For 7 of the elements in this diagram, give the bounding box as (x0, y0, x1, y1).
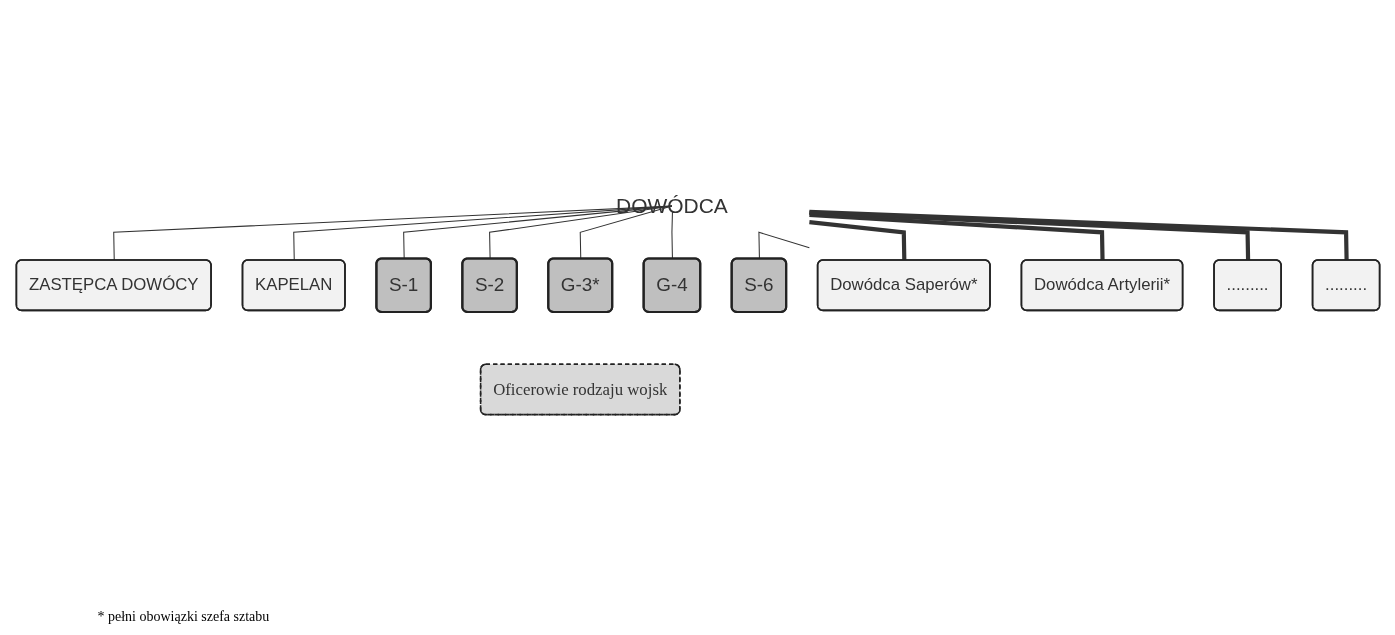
connector (808, 220, 906, 261)
node-text: DOWÓDCA (615, 194, 728, 218)
connector (112, 205, 672, 262)
connector (808, 209, 1349, 261)
footnote: * pełni obowiązki szefa sztabu (97, 609, 271, 625)
connector (808, 212, 1105, 261)
connector (292, 205, 672, 262)
